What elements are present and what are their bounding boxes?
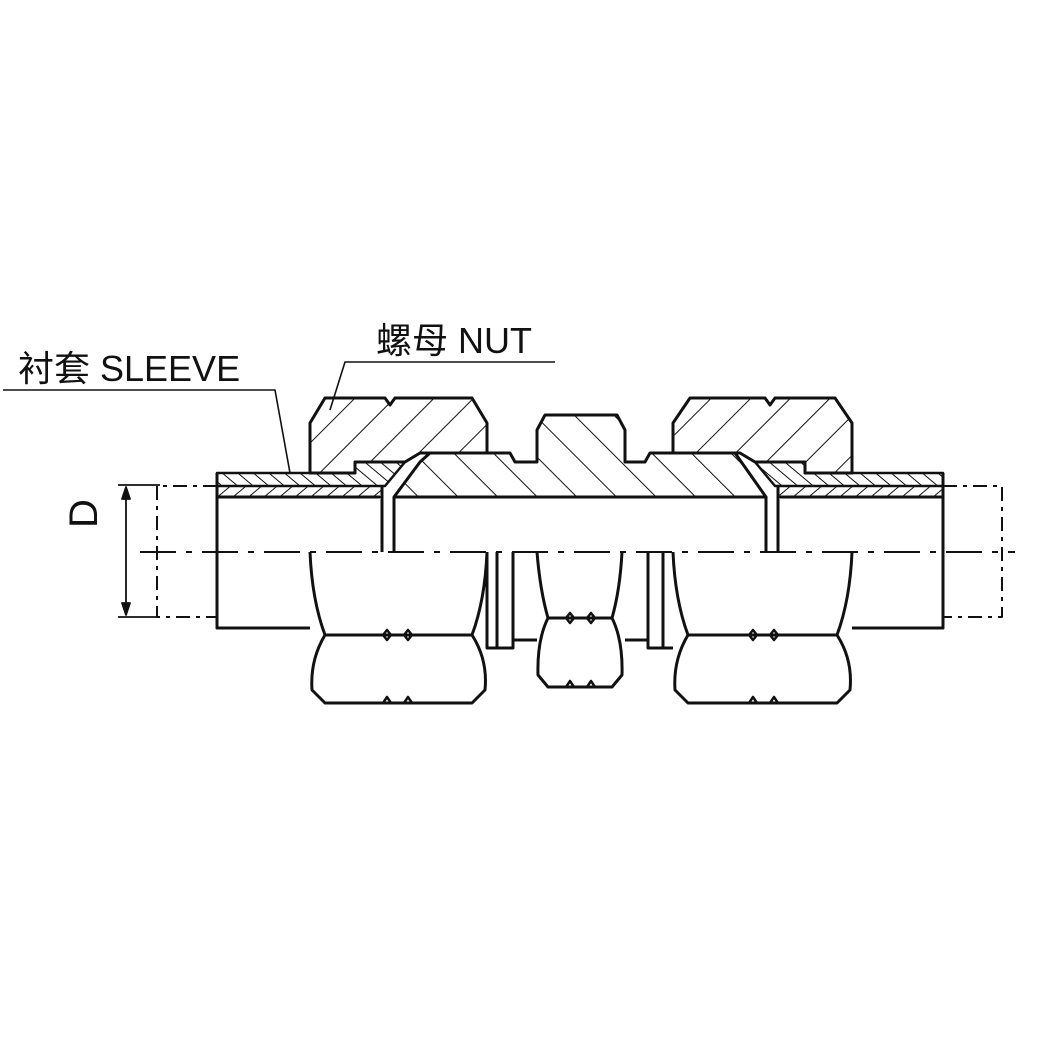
right-tube-wall <box>777 485 944 498</box>
nut-label: 螺母 NUT <box>376 320 532 361</box>
left-nut-section <box>308 396 489 475</box>
center-hex <box>535 551 624 689</box>
right-tube <box>852 473 945 630</box>
right-nut-hex <box>671 551 854 705</box>
sleeve-leader <box>3 389 291 474</box>
body-lower <box>485 552 673 650</box>
dimension-label: D <box>62 499 106 528</box>
right-nut-section <box>671 396 854 475</box>
sleeve-label: 衬套 SLEEVE <box>18 348 241 389</box>
dimension-d <box>118 484 160 618</box>
left-tube-wall <box>216 485 383 498</box>
left-tube <box>215 473 310 630</box>
nut-leader <box>329 361 555 411</box>
left-nut-hex <box>308 551 489 705</box>
